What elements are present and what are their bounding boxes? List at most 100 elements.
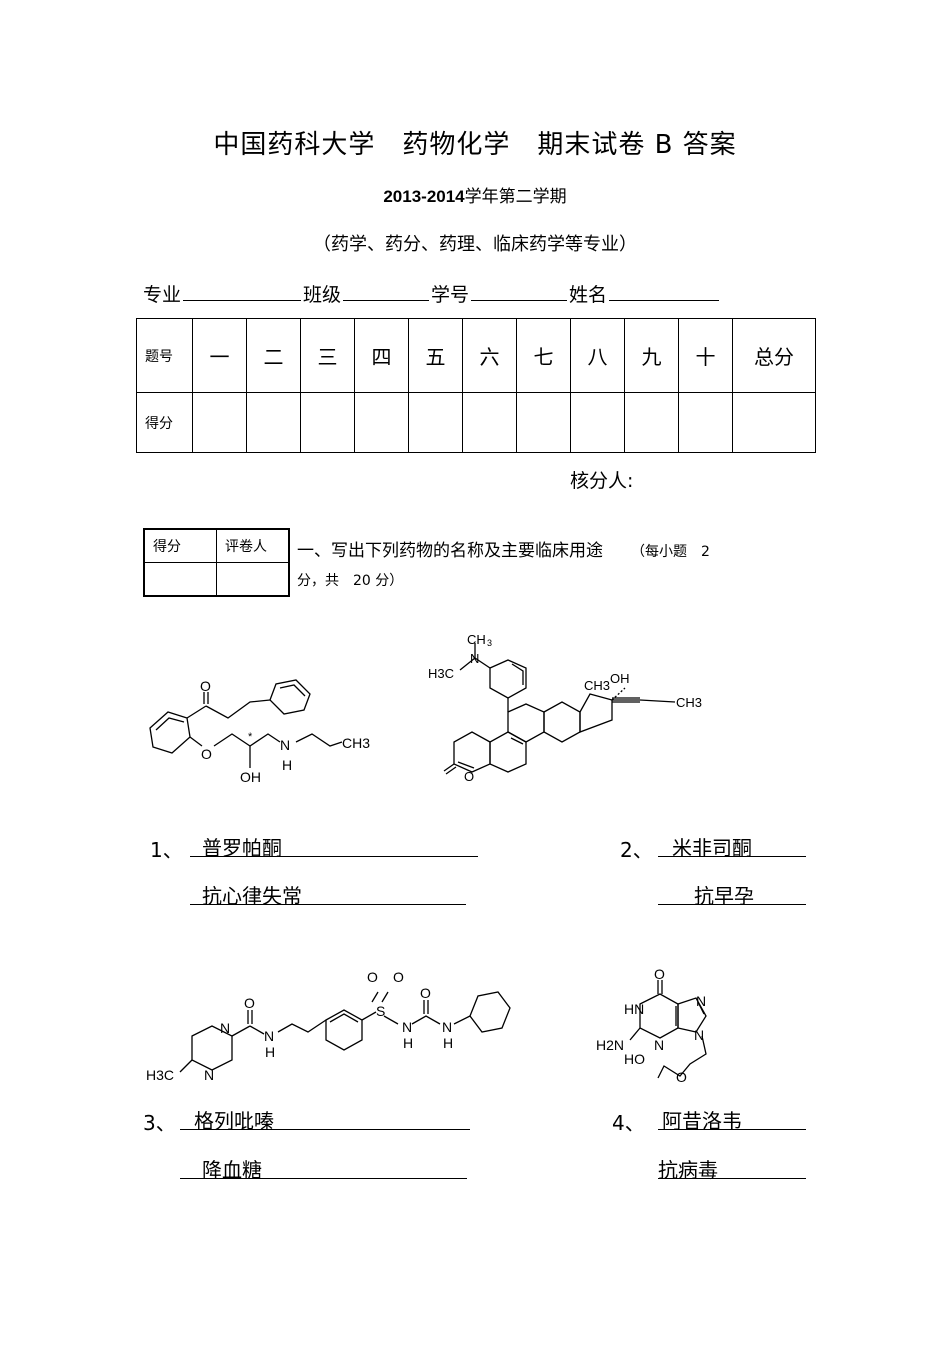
s1-oh: OH — [240, 769, 261, 785]
answer-1-number: 1、 — [150, 838, 183, 862]
student-id-blank[interactable] — [471, 280, 568, 301]
score-cell[interactable] — [408, 392, 463, 453]
answer-2-name-line[interactable]: 米非司酮 — [658, 832, 806, 860]
answer-3-use: 降血糖 — [202, 1158, 262, 1182]
section-1-points-b: 分，共 20 分） — [297, 573, 404, 589]
answer-3-use-line[interactable]: 降血糖 — [180, 1154, 467, 1182]
s1-n: N — [280, 737, 290, 753]
s4-h2n: H2N — [596, 1037, 624, 1053]
total-label: 总分 — [732, 318, 816, 393]
checker-label: 核分人: — [570, 470, 634, 492]
score-cell[interactable] — [192, 392, 247, 453]
s1-carbonyl-o: O — [200, 678, 211, 694]
term: 学年第二学期 — [464, 187, 567, 207]
s4-ether-o: O — [676, 1069, 687, 1085]
score-cell[interactable] — [462, 392, 517, 453]
s2-ketone-o: O — [464, 769, 474, 784]
score-cell[interactable] — [246, 392, 301, 453]
major-blank[interactable] — [183, 280, 302, 301]
s2-h3c: H3C — [428, 666, 454, 681]
score-value-row: 得分 — [136, 392, 816, 453]
answer-4-use: 抗病毒 — [658, 1158, 718, 1182]
structure-2-mifepristone: CH 3 H3C N OH CH3 CH3 O — [428, 632, 702, 784]
question-col-6: 六 — [462, 318, 517, 393]
grader-name-cell[interactable] — [216, 562, 290, 597]
answer-1-use-line[interactable]: 抗心律失常 — [190, 880, 466, 908]
name-blank[interactable] — [609, 280, 720, 301]
answer-1-name: 普罗帕酮 — [202, 836, 282, 860]
s1-chiral-star: * — [248, 731, 253, 743]
score-table: 题号 一 二 三 四 五 六 七 八 九 十 总分 得分 — [136, 318, 816, 453]
score-cell[interactable] — [678, 392, 733, 453]
score-header-row: 题号 一 二 三 四 五 六 七 八 九 十 总分 — [136, 318, 816, 393]
answer-4-use-line[interactable]: 抗病毒 — [658, 1154, 806, 1182]
question-col-3: 三 — [300, 318, 355, 393]
s4-ho: HO — [624, 1051, 645, 1067]
major-label: 专业 — [143, 284, 182, 306]
s3-urea-h2: H — [443, 1035, 453, 1051]
s4-n7: N — [696, 993, 706, 1009]
question-col-4: 四 — [354, 318, 409, 393]
question-col-10: 十 — [678, 318, 733, 393]
grader-score-label: 得分 — [143, 528, 217, 563]
s2-oh: OH — [610, 671, 630, 686]
section-1-heading: 一、写出下列药物的名称及主要临床用途 （每小题 2 — [297, 536, 710, 561]
class-blank[interactable] — [343, 280, 430, 301]
total-score-cell[interactable] — [732, 392, 816, 453]
term-line: 2013-2014学年第二学期 — [0, 182, 950, 207]
s3-pyrazine-n1: N — [220, 1020, 230, 1036]
s2-ch3-right: CH3 — [676, 695, 702, 710]
section-1-title: 一、写出下列药物的名称及主要临床用途 — [297, 541, 603, 561]
s3-urea-n1: N — [402, 1019, 412, 1035]
answer-3-name-line[interactable]: 格列吡嗪 — [180, 1105, 470, 1133]
student-info-line: 专业 班级 学号 姓名 — [143, 280, 721, 307]
s4-n3: N — [654, 1037, 664, 1053]
s3-amide-h: H — [265, 1044, 275, 1060]
s3-urea-h1: H — [403, 1035, 413, 1051]
s4-carbonyl-o: O — [654, 966, 665, 982]
score-cell[interactable] — [624, 392, 679, 453]
s1-ch3: CH3 — [342, 735, 370, 751]
s4-n9: N — [694, 1027, 704, 1043]
question-col-7: 七 — [516, 318, 571, 393]
majors-line: （药学、药分、药理、临床药学等专业） — [313, 234, 637, 255]
score-cell[interactable] — [570, 392, 625, 453]
s1-ether-o: O — [201, 746, 212, 762]
answer-4-name: 阿昔洛韦 — [662, 1109, 742, 1133]
s3-urea-o: O — [420, 985, 431, 1001]
s3-sulfonyl-o2: O — [393, 969, 404, 985]
score-label: 得分 — [136, 392, 193, 453]
class-label: 班级 — [303, 284, 342, 306]
answer-4-number: 4、 — [612, 1111, 645, 1135]
answer-1-name-line[interactable]: 普罗帕酮 — [190, 832, 478, 860]
section-1-points-a: （每小题 2 — [631, 544, 710, 560]
s3-amide-n: N — [264, 1028, 274, 1044]
structure-4-acyclovir: O HN N N N H2N HO O — [596, 966, 707, 1085]
answer-2-use: 抗早孕 — [694, 884, 754, 908]
s3-urea-n2: N — [442, 1019, 452, 1035]
question-col-8: 八 — [570, 318, 625, 393]
structure-3-glipizide: N N H3C O N H O S O N H O N H — [146, 969, 511, 1083]
score-cell[interactable] — [354, 392, 409, 453]
s3-amide-o: O — [244, 995, 255, 1011]
s3-pyrazine-n2: N — [204, 1067, 214, 1083]
grader-name-label: 评卷人 — [216, 528, 290, 563]
answer-3-number: 3、 — [143, 1111, 176, 1135]
academic-year: 2013-2014 — [383, 187, 465, 206]
answer-4-name-line[interactable]: 阿昔洛韦 — [658, 1105, 806, 1133]
question-col-2: 二 — [246, 318, 301, 393]
s2-ch3-17: CH3 — [584, 678, 610, 693]
answer-2-use-line[interactable]: 抗早孕 — [658, 880, 806, 908]
s2-ch-3: 3 — [487, 638, 492, 648]
name-label: 姓名 — [569, 284, 608, 306]
answer-2-name: 米非司酮 — [672, 836, 752, 860]
exam-title: 中国药科大学 药物化学 期末试卷 B 答案 — [213, 130, 737, 160]
score-cell[interactable] — [516, 392, 571, 453]
grader-box: 得分评卷人 — [143, 528, 290, 597]
student-id-label: 学号 — [431, 284, 470, 306]
grader-score-cell[interactable] — [143, 562, 217, 597]
s1-h: H — [282, 757, 292, 773]
question-col-1: 一 — [192, 318, 247, 393]
score-cell[interactable] — [300, 392, 355, 453]
s3-sulfonyl-o1: O — [367, 969, 378, 985]
